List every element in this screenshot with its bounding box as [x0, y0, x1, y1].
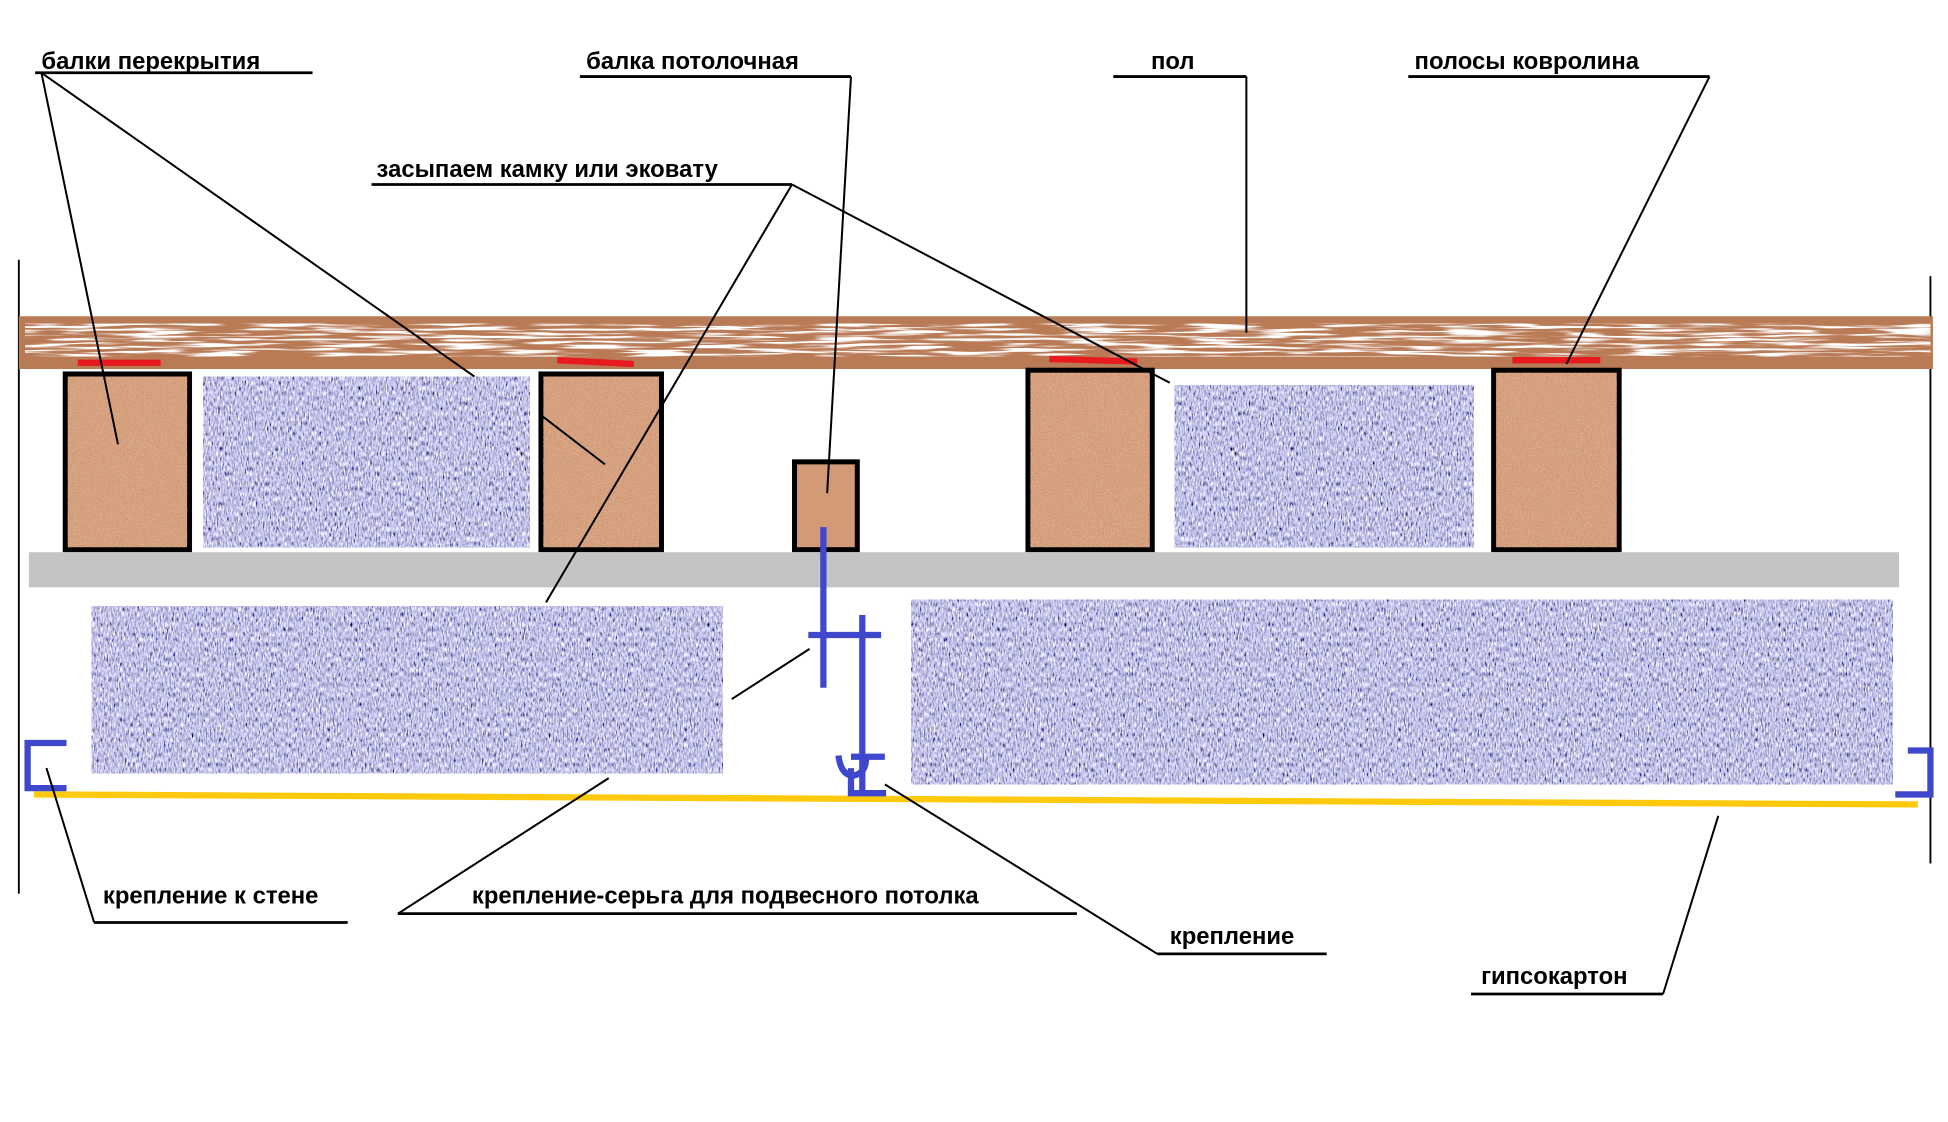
- label-hanger: крепление-серьга для подвесного потолка: [472, 883, 979, 910]
- floor-beams: [62, 367, 1622, 553]
- floor-beam: [62, 371, 193, 553]
- label-wall-mount: крепление к стене: [103, 883, 318, 910]
- hanger: [808, 527, 887, 797]
- wall-bracket-left: [24, 739, 67, 792]
- drywall: [33, 791, 1918, 808]
- floor-board: [18, 316, 1933, 369]
- insulation-upper: [203, 376, 1474, 548]
- wall-bracket-right: [1895, 747, 1934, 798]
- floor-beam: [538, 371, 664, 553]
- label-carpet-strips: полосы ковролина: [1415, 48, 1640, 75]
- floor-beam: [1025, 367, 1155, 553]
- label-floor: пол: [1151, 48, 1195, 75]
- label-fill: засыпаем камку или эковату: [377, 156, 719, 183]
- label-ceiling-beam: балка потолочная: [586, 48, 799, 75]
- label-mount: крепление: [1170, 923, 1295, 950]
- carpet-strips: [77, 355, 1601, 368]
- floor-beam: [1491, 367, 1622, 553]
- subfloor-board: [28, 552, 1900, 588]
- leader-lines: [35, 71, 1720, 996]
- label-drywall: гипсокартон: [1481, 963, 1628, 990]
- insulation-lower: [91, 599, 1893, 785]
- label-floor-beams: балки перекрытия: [41, 48, 260, 75]
